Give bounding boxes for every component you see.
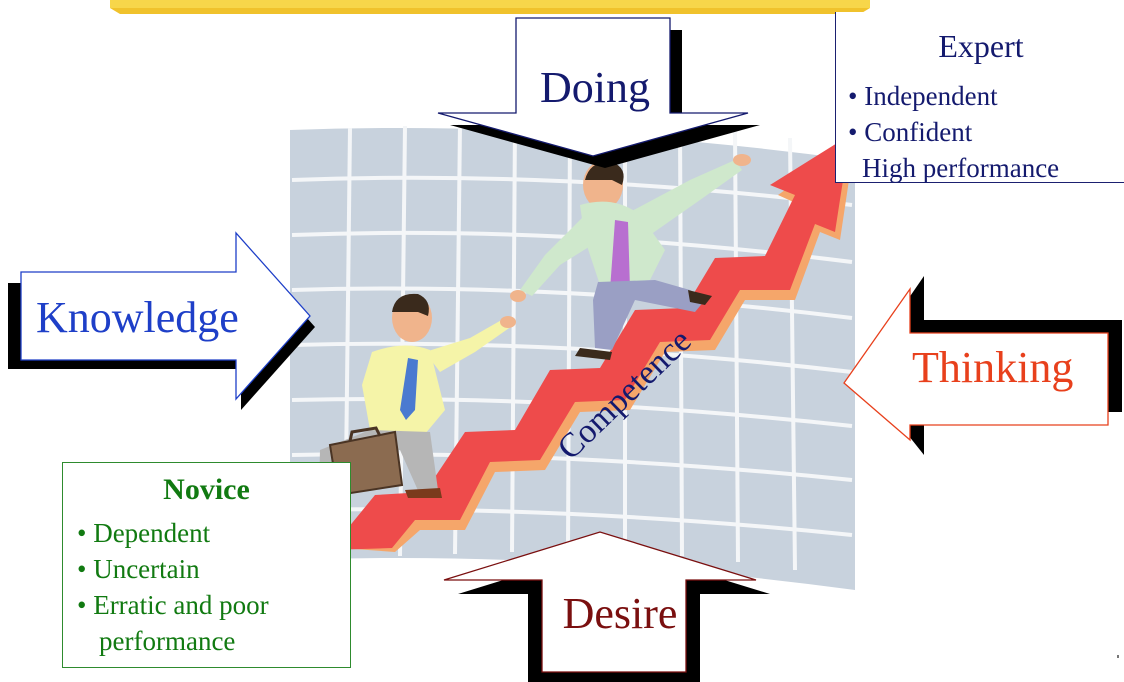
list-item: Independent [848,78,1059,114]
list-item: High performance [848,150,1059,186]
thinking-arrow [843,276,1122,455]
list-item-label: Uncertain [93,554,200,584]
doing-arrow [437,17,760,168]
list-item: Confident [848,114,1059,150]
top-banner [110,0,870,14]
expert-title: Expert [938,28,1024,64]
list-item-label: Dependent [93,518,211,548]
expert-box: Expert Independent Confident High perfor… [835,12,1124,183]
list-item: performance [77,623,269,659]
list-item: Erratic and poor [77,587,269,623]
expert-list: Independent Confident High performance [848,78,1059,186]
businessman-top-icon [510,154,751,360]
doing-label: Doing [540,63,650,112]
knowledge-label: Knowledge [36,293,239,342]
novice-list: Dependent Uncertain Erratic and poor per… [77,515,269,659]
stair-arrow-icon [330,135,855,552]
thinking-label: Thinking [912,343,1074,392]
list-item-label: Independent [864,81,998,111]
novice-title: Novice [163,473,250,506]
novice-box: Novice Dependent Uncertain Erratic and p… [62,462,351,668]
list-item-label: Confident [864,117,973,147]
list-item: Dependent [77,515,269,551]
list-item-label: Erratic and poor [93,590,269,620]
list-item-label: performance [99,626,236,656]
desire-arrow [443,531,770,682]
desire-label: Desire [562,589,678,638]
knowledge-arrow [8,231,315,410]
list-item-label: High performance [862,153,1060,183]
list-item: Uncertain [77,551,269,587]
